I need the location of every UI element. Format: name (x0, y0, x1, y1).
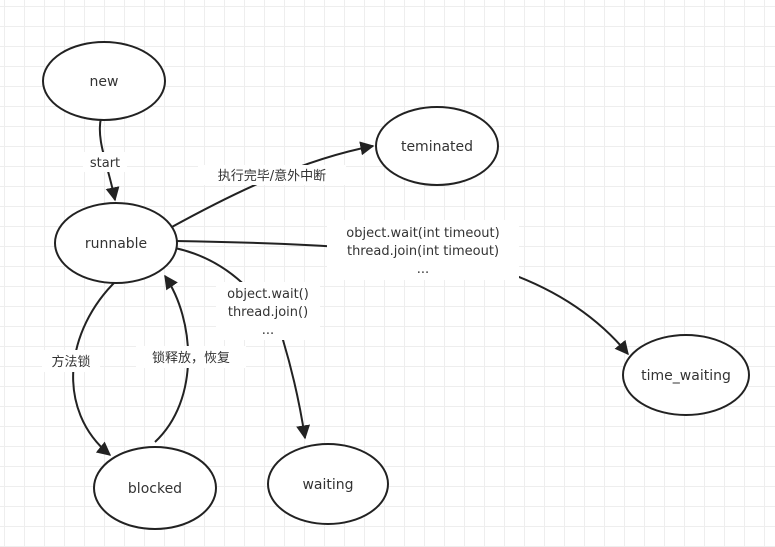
edge-label-wait-line1: object.wait() (227, 287, 309, 302)
edge-label-wait-line2: thread.join() (228, 305, 308, 320)
label-bg-timed-wait (327, 220, 519, 280)
state-waiting-label: waiting (302, 477, 353, 493)
edge-label-lock: 方法锁 (51, 354, 90, 370)
edge-label-timed-wait-line3: ... (417, 262, 429, 277)
edge-runnable-to-waiting (174, 247, 311, 440)
label-bg-start (83, 152, 127, 172)
edge-label-finished: 执行完毕/意外中断 (218, 168, 326, 184)
state-runnable-label: runnable (85, 236, 147, 252)
state-terminated (375, 106, 499, 186)
state-time-waiting (622, 334, 750, 416)
edge-label-timed-wait-line1: object.wait(int timeout) (346, 226, 499, 241)
state-waiting (267, 443, 389, 525)
edge-label-timed-wait-line2: thread.join(int timeout) (347, 244, 499, 259)
label-bg-finished (198, 165, 346, 185)
edge-label-release: 锁释放，恢复 (152, 350, 230, 366)
state-blocked-label: blocked (128, 481, 182, 497)
edge-label-wait-line3: ... (262, 323, 274, 338)
label-bg-release (136, 346, 246, 368)
state-blocked (93, 446, 217, 530)
state-terminated-label: teminated (401, 139, 473, 155)
label-bg-lock (42, 350, 100, 372)
state-new-label: new (90, 74, 119, 90)
edge-runnable-to-terminated (169, 141, 375, 229)
state-time-waiting-label: time_waiting (641, 368, 731, 384)
label-bg-wait (216, 282, 320, 340)
edge-label-start: start (90, 156, 120, 171)
state-runnable (54, 202, 178, 284)
state-new (42, 41, 166, 121)
